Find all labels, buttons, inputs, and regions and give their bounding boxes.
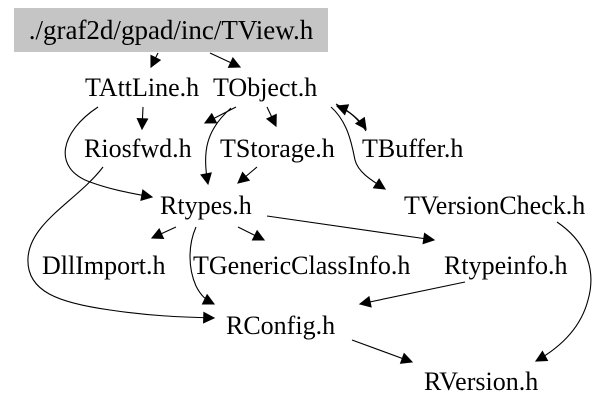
edge-rtypes-tgenericclassinfo: [237, 226, 266, 241]
edge-rtypeinfo-rconfig: [358, 281, 466, 308]
node-label-rversion[interactable]: RVersion.h: [424, 367, 538, 396]
root-node-box: [14, 8, 328, 52]
edge-tobject-tversioncheck: [330, 106, 387, 190]
node-label-tstorage[interactable]: TStorage.h: [220, 134, 335, 163]
edge-tstorage-rtypes: [237, 166, 258, 184]
edge-tobject-rtypes: [200, 107, 232, 186]
edge-tview-tobject: [209, 52, 242, 68]
edge-tattline-riosfwd: [136, 106, 149, 131]
edge-tattline-rtypes: [64, 106, 154, 201]
node-label-rconfig[interactable]: RConfig.h: [226, 311, 335, 340]
node-label-tobject[interactable]: TObject.h: [213, 73, 317, 102]
node-label-tbuffer[interactable]: TBuffer.h: [362, 134, 463, 163]
edge-rtypes-rconfig: [189, 226, 216, 305]
edge-rtypes-dllimport: [150, 226, 177, 239]
node-label-tgenericclassinfo[interactable]: TGenericClassInfo.h: [193, 251, 410, 280]
edge-rtypes-rtypeinfo: [266, 215, 436, 245]
node-label-tattline[interactable]: TAttLine.h: [85, 73, 199, 102]
edge-riosfwd-rconfig: [27, 166, 216, 324]
node-label-riosfwd[interactable]: Riosfwd.h: [84, 134, 192, 163]
edge-tobject-tbuffer: [335, 103, 367, 130]
node-label-rtypeinfo[interactable]: Rtypeinfo.h: [444, 251, 568, 280]
node-label-rtypes[interactable]: Rtypes.h: [160, 191, 252, 220]
edge-tobject-tstorage: [265, 106, 277, 128]
edge-tversioncheck-rversion: [534, 221, 592, 362]
node-label-dllimport[interactable]: DllImport.h: [42, 251, 166, 280]
node-label-tversioncheck[interactable]: TVersionCheck.h: [404, 191, 585, 220]
edge-tobject-riosfwd: [203, 106, 237, 124]
node-label-tview: ./graf2d/gpad/inc/TView.h: [29, 15, 314, 45]
edge-rconfig-rversion: [351, 339, 414, 364]
edge-tview-tattline: [150, 52, 162, 69]
